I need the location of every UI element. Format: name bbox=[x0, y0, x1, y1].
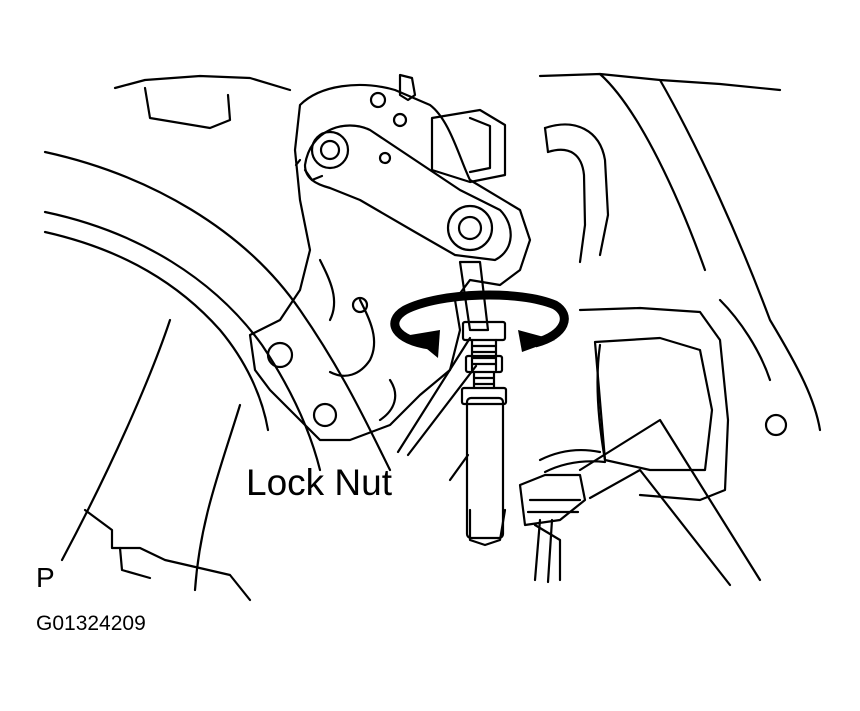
lever-pivot-boss bbox=[312, 132, 348, 168]
mount-block-inner bbox=[470, 118, 490, 172]
bracket-detail-1 bbox=[330, 300, 374, 376]
bracket-detail-2 bbox=[320, 260, 334, 320]
frame-member-lower bbox=[45, 232, 268, 430]
bracket-slot bbox=[400, 75, 415, 100]
trans-body-right bbox=[580, 308, 728, 500]
bracket-hole-4 bbox=[353, 298, 367, 312]
bracket-hole-2 bbox=[394, 114, 406, 126]
lower-diagonal-rod bbox=[580, 420, 760, 580]
trans-body-detail bbox=[598, 345, 605, 460]
frame-member-inner bbox=[45, 212, 320, 470]
bracket-hole-1 bbox=[371, 93, 385, 107]
hose-lower bbox=[548, 150, 585, 262]
housing-top bbox=[115, 76, 290, 90]
shift-rod-sleeve bbox=[467, 398, 503, 538]
lower-bracket bbox=[85, 510, 250, 600]
frame-member-outer bbox=[45, 152, 390, 470]
lock-nut-label: Lock Nut bbox=[246, 462, 393, 503]
clamp-bracket bbox=[520, 475, 585, 525]
bolt-left-lower bbox=[314, 404, 336, 426]
shift-bracket-plate bbox=[250, 85, 530, 440]
lever-pin bbox=[296, 160, 322, 180]
clamp-bolts bbox=[528, 500, 580, 580]
lock-nut-upper bbox=[463, 322, 505, 340]
trans-body-face bbox=[595, 338, 712, 470]
leader-line-lower bbox=[408, 366, 476, 455]
housing-block bbox=[145, 88, 230, 128]
lower-bracket-2 bbox=[120, 548, 150, 578]
hose-end bbox=[545, 128, 548, 152]
frame-member-edge bbox=[62, 320, 170, 560]
view-letter-label: P bbox=[36, 562, 55, 593]
lower-diagonal-rod-2 bbox=[590, 470, 730, 585]
housing-right-edge bbox=[660, 80, 820, 430]
hose-upper bbox=[545, 125, 608, 255]
frame-member-edge2 bbox=[195, 405, 240, 590]
housing-right-lower bbox=[720, 300, 770, 380]
housing-right-curve bbox=[600, 74, 705, 270]
lock-nut-middle bbox=[466, 356, 502, 372]
bracket-hole-3 bbox=[380, 153, 390, 163]
shift-rod-clevis bbox=[470, 510, 505, 545]
shift-rod-link bbox=[460, 262, 488, 330]
figure-code: G01324209 bbox=[36, 612, 146, 635]
leader-line-upper bbox=[398, 338, 470, 452]
lever-pivot-boss-inner bbox=[321, 141, 339, 159]
mount-block bbox=[432, 110, 505, 182]
leader-line-rod bbox=[450, 455, 468, 480]
rotation-arrow-icon bbox=[395, 295, 565, 358]
shift-lever-arm bbox=[305, 125, 511, 260]
bracket-detail-3 bbox=[380, 380, 395, 420]
bolt-left-upper bbox=[268, 343, 292, 367]
bottom-stem bbox=[535, 520, 552, 582]
lever-end-eye-inner bbox=[459, 217, 481, 239]
trans-bolt-right bbox=[766, 415, 786, 435]
clamp-pipe bbox=[540, 450, 605, 472]
threaded-section-2 bbox=[474, 372, 494, 388]
lever-end-eye bbox=[448, 206, 492, 250]
lock-nut-lower bbox=[462, 388, 506, 404]
